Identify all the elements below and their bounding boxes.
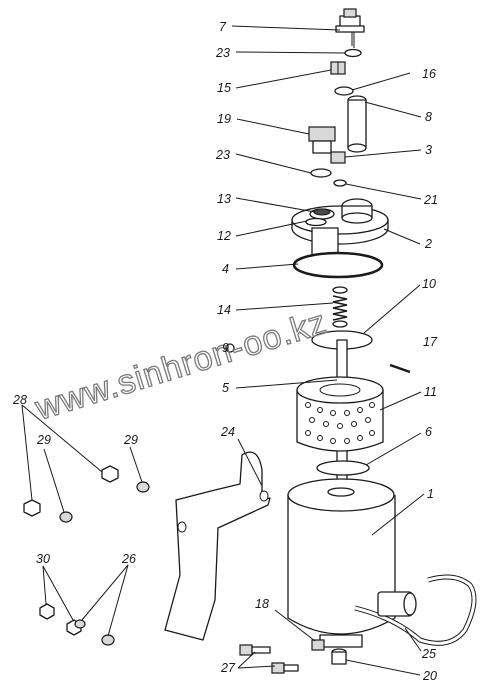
part-13-washer bbox=[313, 208, 331, 216]
callout-2: 2 bbox=[424, 237, 432, 251]
part-27-bolts bbox=[239, 644, 299, 674]
callout-25: 25 bbox=[421, 647, 436, 661]
watermark-text: www.sinhron-oo.kz bbox=[30, 303, 331, 428]
callout-30: 30 bbox=[36, 552, 50, 566]
callout-labels: 7 23 15 16 8 19 23 3 21 13 12 2 4 14 10 … bbox=[12, 20, 438, 683]
part-23-washer bbox=[310, 168, 332, 178]
callout-27: 27 bbox=[220, 661, 236, 675]
part-9-ball bbox=[225, 343, 235, 353]
part-11-filter-element bbox=[296, 376, 384, 452]
part-24-bracket bbox=[164, 451, 271, 641]
part-4-oring bbox=[292, 251, 384, 279]
part-23-washer-top bbox=[344, 48, 362, 58]
callout-15: 15 bbox=[217, 81, 231, 95]
part-6-washer bbox=[316, 460, 370, 476]
part-14-spring bbox=[332, 286, 348, 328]
callout-11: 11 bbox=[424, 385, 437, 399]
callout-18: 18 bbox=[255, 597, 269, 611]
callout-24: 24 bbox=[220, 425, 235, 439]
part-3-nut bbox=[330, 151, 346, 164]
callout-14: 14 bbox=[217, 303, 231, 317]
callout-23: 23 bbox=[215, 148, 230, 162]
part-7-valve bbox=[335, 8, 365, 48]
part-19-plug bbox=[308, 126, 336, 154]
part-12-seal bbox=[305, 217, 327, 227]
callout-10: 10 bbox=[422, 277, 436, 291]
part-30-nuts bbox=[39, 603, 82, 636]
part-15-nut bbox=[330, 61, 346, 75]
part-16-ring bbox=[334, 86, 354, 96]
callout-1: 1 bbox=[427, 487, 434, 501]
part-17-pin bbox=[389, 363, 411, 374]
callout-16: 16 bbox=[422, 67, 436, 81]
part-28-nuts bbox=[23, 465, 119, 517]
callout-19: 19 bbox=[217, 112, 231, 126]
callout-23-top: 23 bbox=[215, 46, 230, 60]
part-26-washers bbox=[74, 619, 115, 646]
part-29-washer-a bbox=[59, 511, 73, 523]
callout-6: 6 bbox=[425, 425, 432, 439]
callout-29-left: 29 bbox=[36, 433, 51, 447]
part-18-plug bbox=[311, 639, 325, 651]
callout-17: 17 bbox=[423, 335, 438, 349]
part-1-housing bbox=[287, 478, 396, 648]
callout-8: 8 bbox=[425, 110, 432, 124]
part-21-ring bbox=[333, 179, 347, 187]
part-8-tube bbox=[347, 95, 367, 153]
callout-20: 20 bbox=[422, 669, 437, 683]
callout-26: 26 bbox=[121, 552, 136, 566]
callout-9: 9 bbox=[222, 341, 229, 355]
leader-lines bbox=[21, 25, 425, 676]
callout-5: 5 bbox=[222, 381, 229, 395]
callout-28: 28 bbox=[12, 393, 27, 407]
callout-21: 21 bbox=[423, 193, 438, 207]
callout-13: 13 bbox=[217, 192, 231, 206]
part-25-hose bbox=[354, 574, 477, 646]
callout-29-right: 29 bbox=[123, 433, 138, 447]
callout-4: 4 bbox=[222, 262, 229, 276]
callout-7: 7 bbox=[219, 20, 227, 34]
callout-12: 12 bbox=[217, 229, 231, 243]
callout-3: 3 bbox=[425, 143, 432, 157]
part-20-fitting bbox=[331, 648, 347, 665]
part-29-washer-b bbox=[136, 481, 150, 493]
